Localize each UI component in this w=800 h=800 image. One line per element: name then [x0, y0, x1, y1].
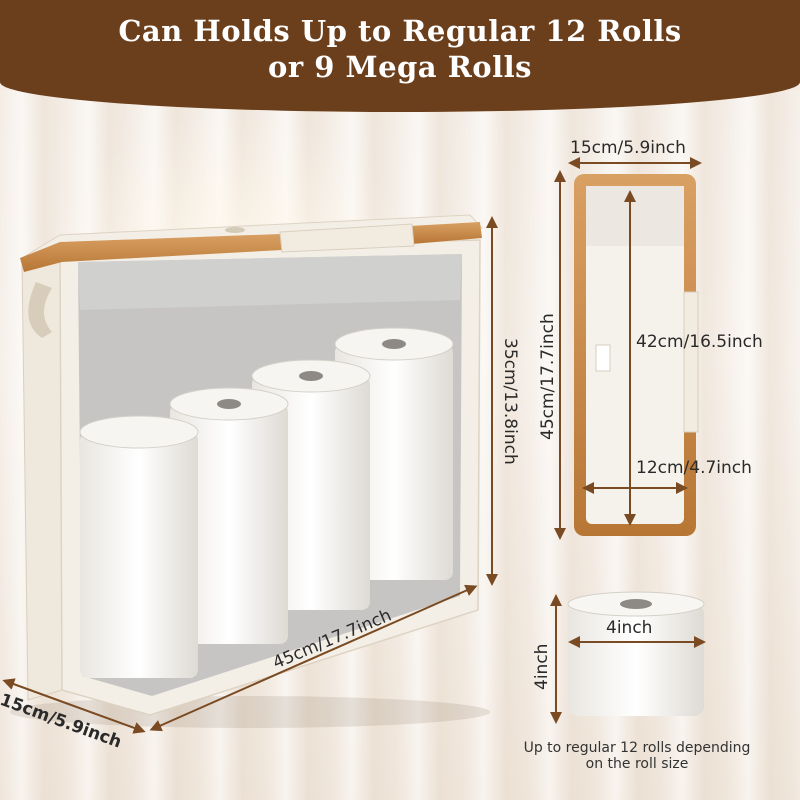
width-arrow	[149, 584, 478, 732]
depth-arrow	[2, 678, 146, 734]
capacity-note: Up to regular 12 rolls depending on the …	[492, 740, 782, 772]
lid-handle-hole	[225, 227, 245, 233]
inner-length-label: 42cm/16.5inch	[636, 332, 763, 352]
window-reflection	[78, 254, 462, 310]
top-width-label: 15cm/5.9inch	[570, 138, 686, 158]
toilet-rolls-front	[79, 387, 289, 678]
side-handle-icon	[28, 282, 52, 338]
front-height-label: 35cm/13.8inch	[500, 338, 520, 465]
roll-height-label: 4inch	[532, 643, 552, 690]
single-roll	[567, 591, 705, 716]
bamboo-rim-left	[20, 234, 282, 272]
banner-title-line-2: or 9 Mega Rolls	[267, 50, 532, 84]
capacity-note-line-1: Up to regular 12 rolls depending	[523, 740, 751, 756]
lid-strap	[279, 223, 415, 253]
title-banner: Can Holds Up to Regular 12 Rolls or 9 Me…	[0, 0, 800, 112]
bamboo-rim-right	[410, 222, 482, 244]
top-length-label: 45cm/17.7inch	[538, 313, 558, 440]
capacity-note-line-2: on the roll size	[585, 756, 689, 772]
banner-title-line-1: Can Holds Up to Regular 12 Rolls	[118, 14, 682, 48]
inner-width-label: 12cm/4.7inch	[636, 458, 752, 478]
top-view-tray	[574, 174, 699, 536]
roll-width-label: 4inch	[606, 618, 653, 638]
